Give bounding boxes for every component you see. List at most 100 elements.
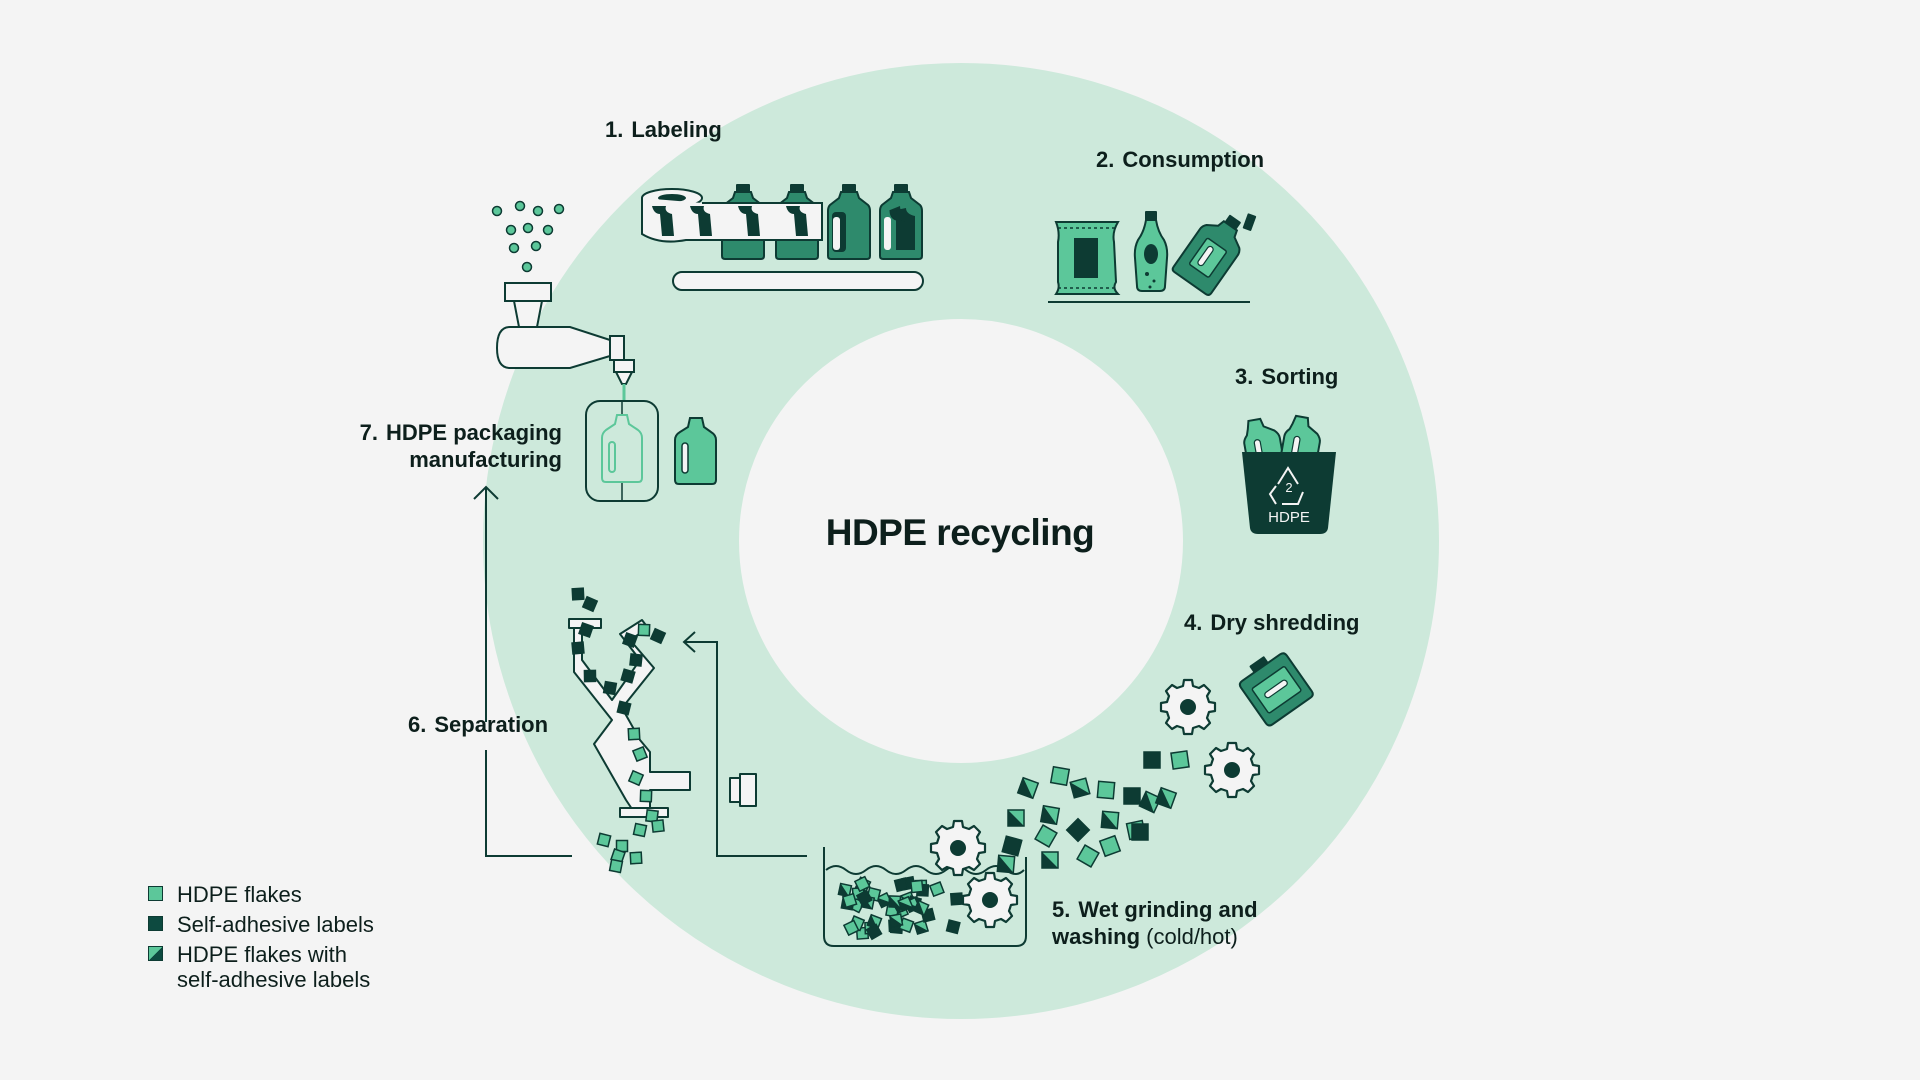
recycle-text: HDPE (1268, 509, 1310, 526)
label-flake (620, 668, 636, 684)
hdpe-flake (1049, 765, 1071, 787)
mixed-flake (1016, 776, 1040, 800)
bottle-mold-icon (585, 400, 659, 502)
hdpe-flake (1076, 844, 1100, 868)
process-ring (483, 63, 1439, 1019)
mixed-flake (913, 919, 930, 936)
step-2-label: 2.Consumption (1096, 147, 1265, 172)
mixed-flake (913, 899, 930, 917)
label-flake (1123, 787, 1141, 805)
bottle-icon (1171, 214, 1241, 296)
label-roll-icon (641, 188, 910, 252)
hdpe-flake (1098, 834, 1122, 858)
label-flake (616, 700, 632, 716)
label-flake (949, 892, 964, 906)
label-flake (1143, 751, 1161, 769)
cap-icon (1242, 213, 1257, 231)
mixed-flake (888, 913, 904, 928)
hdpe-flake-swatch (148, 886, 163, 901)
hdpe-flake (842, 919, 860, 937)
mixed-swatch (148, 946, 163, 961)
conveyor-icon (672, 271, 924, 291)
label-flake (629, 653, 643, 667)
label-flake (1131, 823, 1149, 841)
hdpe-flake (910, 879, 924, 894)
legend: HDPE flakes Self-adhesive labels HDPE fl… (148, 882, 374, 997)
gear-icon (961, 871, 1019, 929)
tank-flakes (837, 875, 964, 941)
mixed-flake (1154, 786, 1178, 810)
label-flake (571, 641, 585, 655)
hdpe-flake (853, 875, 871, 893)
mixed-flake (1039, 804, 1061, 826)
hdpe-flake (651, 819, 665, 833)
mixed-flake (1100, 810, 1120, 830)
legend-item-hdpe-flakes: HDPE flakes (148, 882, 374, 907)
mixed-flake (1007, 809, 1025, 827)
label-swatch (148, 916, 163, 931)
label-flake (583, 669, 597, 683)
mixed-flake (1069, 777, 1091, 799)
step-3-label: 3.Sorting (1235, 364, 1339, 389)
mixed-flake (837, 882, 853, 898)
label-flake (571, 587, 585, 601)
hdpe-flake (608, 858, 624, 874)
arrow-icon (485, 750, 572, 857)
gear-icon (1203, 741, 1261, 799)
gear-icon (1159, 678, 1217, 736)
shredded-flakes (996, 750, 1190, 874)
bottle-icon (1238, 652, 1314, 727)
arrow-icon (684, 641, 807, 857)
label-flake (855, 889, 873, 907)
hdpe-flake (627, 727, 641, 741)
legend-item-labels: Self-adhesive labels (148, 912, 374, 937)
step-7-label: 7.HDPE packaging manufacturing (359, 420, 562, 472)
label-flake (865, 923, 883, 941)
pellets-icon (491, 200, 565, 273)
diagram-title: HDPE recycling (825, 512, 1095, 553)
bag-icon (1054, 221, 1121, 295)
hdpe-flake (639, 789, 653, 803)
recycle-code: 2 (1285, 480, 1292, 495)
washing-tank-icon (823, 847, 1027, 947)
mixed-flake (897, 895, 914, 913)
label-flake (1065, 817, 1091, 843)
hdpe-flake (1096, 780, 1116, 800)
label-flake (602, 680, 618, 696)
extruder-icon (495, 282, 635, 385)
hdpe-flake (1170, 750, 1190, 770)
label-flake (649, 627, 667, 645)
hdpe-flake (928, 881, 945, 898)
step-4-label: 4.Dry shredding (1184, 610, 1360, 635)
hdpe-flake (629, 851, 643, 865)
label-flake (581, 595, 599, 613)
label-flake (1001, 835, 1023, 857)
hdpe-flake (631, 745, 649, 763)
label-flake (893, 877, 909, 893)
label-flake (621, 631, 639, 649)
hdpe-flake (841, 892, 858, 909)
bottle-icon (674, 417, 717, 485)
recycle-bin-icon: 2 HDPE (1242, 414, 1336, 534)
mixed-flake (1041, 851, 1059, 869)
hdpe-flake (632, 822, 648, 838)
label-on-bottle (833, 208, 915, 250)
mixed-flake (1138, 790, 1162, 814)
hdpe-flake (596, 832, 612, 848)
hdpe-flake (637, 623, 651, 637)
hdpe-flake (1034, 824, 1058, 848)
label-flake (578, 622, 594, 638)
flow-arrows (473, 485, 807, 857)
gear-icon (929, 819, 987, 877)
step-5-label: 5.Wet grinding and washing (cold/hot) (1052, 897, 1258, 949)
legend-label: Self-adhesive labels (177, 912, 374, 937)
legend-label: HDPE flakes (177, 882, 302, 907)
step-1-label: 1.Labeling (605, 117, 722, 142)
hdpe-flake (627, 769, 645, 787)
bottle-icon (1133, 211, 1169, 292)
label-flake (945, 919, 961, 935)
separator-flakes (571, 587, 667, 874)
